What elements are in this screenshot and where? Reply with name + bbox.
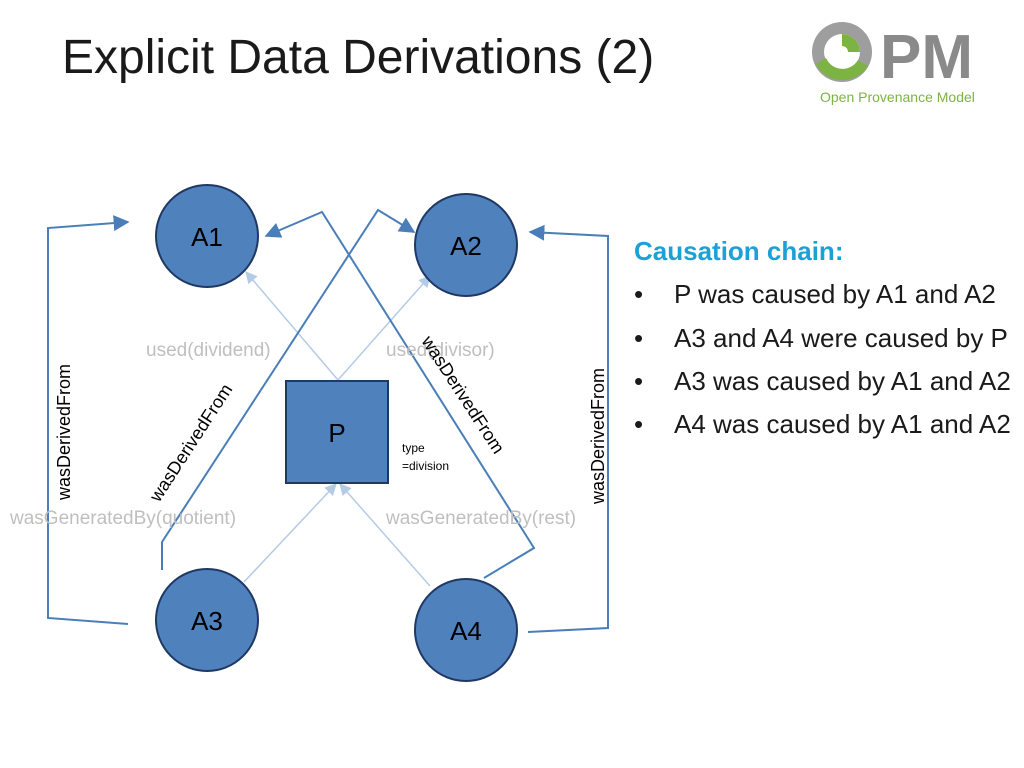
edge-derived-a4-a1 [264,210,536,579]
label-used-divisor: used(divisor) [386,340,495,361]
label-derived-left: wasDerivedFrom [54,364,74,501]
process-p [285,380,389,484]
causation-item: • P was caused by A1 and A2 [634,277,1014,312]
logo-mark: PM [880,23,973,92]
bullet-icon: • [634,279,644,310]
label-used-dividend: used(dividend) [146,340,271,361]
edge-derived-a3-a2 [161,208,416,570]
slide-title: Explicit Data Derivations (2) [62,31,655,84]
label-derived-right: wasDerivedFrom [588,368,608,505]
causation-item-text: A3 was caused by A1 and A2 [674,366,1011,397]
causation-panel: Causation chain: • P was caused by A1 and… [634,234,1014,451]
causation-item: • A3 and A4 were caused by P [634,321,1014,356]
label-derived-diag-left: wasDerivedFrom [145,380,236,506]
edge-used-divisor [337,275,431,381]
label-generated-quotient: wasGeneratedBy(quotient) [9,508,236,529]
bullet-icon: • [634,409,644,440]
logo-tagline: Open Provenance Model [820,89,975,105]
edge-generated-quotient [243,483,337,583]
artifact-a1 [155,184,259,288]
causation-heading: Causation chain: [634,236,844,266]
causation-item: • A3 was caused by A1 and A2 [634,364,1014,399]
causation-item-text: P was caused by A1 and A2 [674,279,996,310]
opm-logo: PM Open Provenance Model [812,22,975,105]
edge-generated-rest [339,483,431,587]
artifact-a4 [414,578,518,682]
artifact-a3 [155,568,259,672]
artifact-a1-label: A1 [191,222,223,252]
process-p-label: P [328,418,345,448]
artifact-a2-label: A2 [450,231,482,261]
causation-item-text: A4 was caused by A1 and A2 [674,409,1011,440]
artifact-a2 [414,193,518,297]
bullet-icon: • [634,366,644,397]
artifact-a3-label: A3 [191,606,223,636]
bullet-icon: • [634,322,644,353]
label-generated-rest: wasGeneratedBy(rest) [385,508,576,529]
swirl-icon [812,22,872,82]
causation-item: • A4 was caused by A1 and A2 [634,407,1014,442]
causation-item-text: A3 and A4 were caused by P [674,322,1008,353]
causation-list: • P was caused by A1 and A2 • A3 and A4 we… [634,277,1014,442]
process-note-type: type [402,441,425,455]
process-note-division: =division [402,459,449,473]
artifact-a4-label: A4 [450,616,482,646]
edge-used-dividend [245,271,339,381]
edge-derived-a4-a2 [527,224,609,633]
edge-derived-a3-a1 [47,215,130,625]
